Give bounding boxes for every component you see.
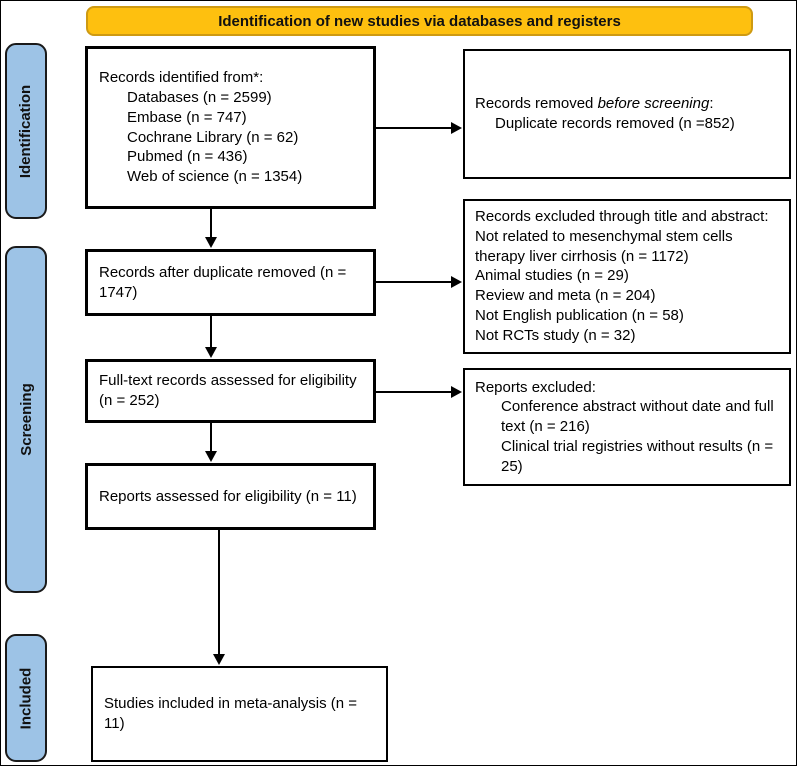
arrow-fulltext-to-reports-assessed-line [210, 423, 212, 452]
reports-assessed-text: Reports assessed for eligibility (n = 11… [99, 487, 357, 505]
arrow-fulltext-to-reports-excluded-head [451, 386, 462, 398]
records-removed-title: Records removed before screening: [475, 94, 781, 114]
records-identified-item: Databases (n = 2599) [127, 88, 272, 106]
arrow-identified-to-removed-line [376, 127, 453, 129]
arrow-reports-to-included-head [213, 654, 225, 665]
arrow-identified-to-duplicate-line [210, 209, 212, 238]
arrow-identified-to-duplicate-head [205, 237, 217, 248]
stage-label-screening-text: Screening [17, 383, 35, 456]
records-removed-title-italic: before screening [597, 95, 710, 113]
title-abstract-line: Not English publication (n = 58) [475, 306, 684, 324]
records-identified-item: Embase (n = 747) [127, 108, 247, 126]
arrow-duplicate-to-excluded-head [451, 276, 462, 288]
fulltext-assessed-text: Full-text records assessed for eligibili… [99, 372, 357, 409]
exclusion-box-reports-excluded: Reports excluded: Conference abstract wi… [463, 368, 791, 486]
records-identified-title: Records identified from*: [99, 69, 264, 87]
stage-label-included: Included [5, 634, 47, 762]
studies-included-text: Studies included in meta-analysis (n = 1… [104, 695, 358, 732]
records-removed-title-suffix: : [709, 95, 714, 113]
arrow-fulltext-to-reports-assessed-head [205, 451, 217, 462]
title-abstract-line: Records excluded through title and abstr… [475, 208, 769, 225]
reports-excluded-title: Reports excluded: [475, 378, 596, 396]
title-abstract-line: Animal studies (n = 29) [475, 267, 629, 285]
title-abstract-line: Not RCTs study (n = 32) [475, 326, 636, 344]
records-removed-item: Duplicate records removed (n =852) [495, 115, 735, 132]
reports-excluded-item: Clinical trial registries without result… [501, 437, 774, 475]
exclusion-box-records-removed: Records removed before screening: Duplic… [463, 49, 791, 179]
flow-box-studies-included: Studies included in meta-analysis (n = 1… [91, 666, 388, 762]
records-identified-item: Web of science (n = 1354) [127, 168, 303, 186]
records-after-duplicate-text: Records after duplicate removed (n = 174… [99, 263, 347, 301]
records-identified-item: Cochrane Library (n = 62) [127, 128, 299, 146]
banner-header: Identification of new studies via databa… [86, 6, 753, 36]
arrow-fulltext-to-reports-excluded-line [376, 391, 453, 393]
flow-box-records-identified: Records identified from*: Databases (n =… [85, 46, 376, 209]
banner-title: Identification of new studies via databa… [218, 12, 621, 30]
title-abstract-line: Not related to mesenchymal stem cells th… [475, 227, 733, 265]
title-abstract-line: Review and meta (n = 204) [475, 287, 656, 305]
stage-label-screening: Screening [5, 246, 47, 593]
flow-box-reports-assessed: Reports assessed for eligibility (n = 11… [85, 463, 376, 530]
stage-label-included-text: Included [17, 667, 35, 729]
reports-excluded-item: Conference abstract without date and ful… [501, 398, 774, 436]
stage-label-identification: Identification [5, 43, 47, 219]
records-identified-item: Pubmed (n = 436) [127, 148, 248, 166]
flow-box-records-after-duplicate: Records after duplicate removed (n = 174… [85, 249, 376, 316]
arrow-duplicate-to-fulltext-head [205, 347, 217, 358]
arrow-duplicate-to-fulltext-line [210, 316, 212, 348]
arrow-duplicate-to-excluded-line [376, 281, 453, 283]
arrow-reports-to-included-line [218, 530, 220, 655]
stage-label-identification-text: Identification [17, 84, 35, 178]
exclusion-box-title-abstract: Records excluded through title and abstr… [463, 199, 791, 354]
records-removed-title-prefix: Records removed [475, 95, 598, 113]
flow-box-fulltext-assessed: Full-text records assessed for eligibili… [85, 359, 376, 423]
arrow-identified-to-removed-head [451, 122, 462, 134]
